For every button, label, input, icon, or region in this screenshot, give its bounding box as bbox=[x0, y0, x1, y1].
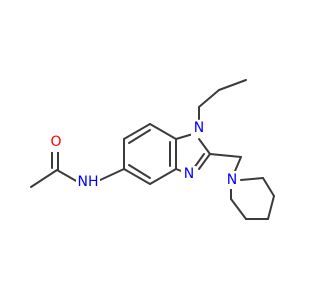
bond-ring-b3 bbox=[198, 153, 211, 170]
piperidine-n-label: N bbox=[227, 172, 237, 188]
nh-label: NH bbox=[78, 174, 99, 190]
bond-ring-a5 bbox=[149, 168, 177, 185]
bond-ring-a3 bbox=[149, 123, 177, 140]
bond-pip-6 bbox=[240, 177, 264, 181]
bond-ring-a2-inner bbox=[128, 129, 151, 144]
n1-label: N bbox=[194, 120, 204, 136]
bond-propyl-3 bbox=[218, 79, 247, 91]
bond-ring-a6 bbox=[123, 168, 151, 185]
bonds bbox=[30, 79, 275, 220]
atom-labels: O NH N N N bbox=[48, 120, 240, 191]
bond-pip-4 bbox=[267, 195, 275, 220]
bond-pip-5 bbox=[262, 177, 275, 197]
bond-carbonyl-nh bbox=[56, 169, 79, 183]
oxygen-label: O bbox=[50, 134, 61, 150]
n3-label: N bbox=[184, 166, 194, 182]
bond-ring-a6-inner bbox=[128, 164, 151, 179]
bond-propyl-2 bbox=[198, 89, 220, 108]
bond-pip-2 bbox=[230, 198, 247, 220]
bond-c2-methylene bbox=[209, 153, 242, 158]
bond-methylene-npip bbox=[234, 156, 242, 172]
bond-nh-aromatic bbox=[97, 168, 125, 182]
bond-ring-b1 bbox=[175, 133, 194, 140]
bond-ring-a2 bbox=[123, 123, 151, 140]
bond-ring-b2 bbox=[198, 138, 211, 155]
bond-methyl-carbonyl bbox=[30, 169, 58, 188]
bond-ring-b3-double bbox=[193, 153, 205, 169]
molecule-canvas: O NH N N N bbox=[30, 79, 275, 220]
molecule-structure: O NH N N N bbox=[30, 79, 275, 220]
